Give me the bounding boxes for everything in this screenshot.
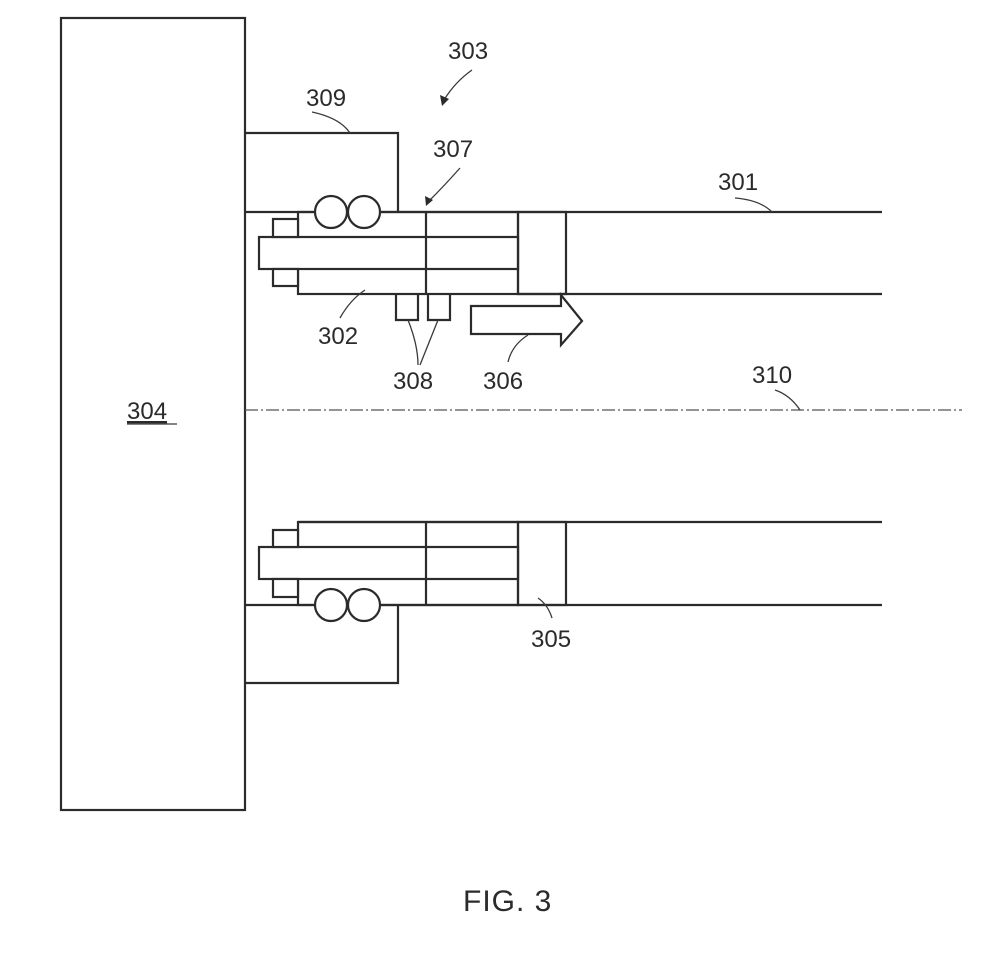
component-308-sensor-1 (396, 294, 418, 320)
label-304: 304 (127, 398, 167, 425)
lower-bearing-ball-1 (315, 589, 347, 621)
label-310: 310 (752, 362, 792, 389)
component-305-upper-ring (518, 212, 566, 294)
leader-301 (735, 198, 772, 212)
upper-small-block-bottom (273, 269, 298, 286)
lower-small-block-top (273, 530, 298, 547)
label-309: 309 (306, 85, 346, 112)
leader-308-a (408, 320, 418, 365)
leader-309 (312, 112, 350, 133)
upper-bearing-ball-2 (348, 196, 380, 228)
component-308-sensor-2 (428, 294, 450, 320)
arrowhead-303 (440, 95, 449, 106)
upper-bearing-ball-1 (315, 196, 347, 228)
leader-308-b (420, 320, 438, 365)
label-305: 305 (531, 626, 571, 653)
leader-310 (775, 390, 800, 410)
upper-small-block-top (273, 219, 298, 237)
label-308: 308 (393, 368, 433, 395)
label-302: 302 (318, 323, 358, 350)
label-306: 306 (483, 368, 523, 395)
leader-303 (444, 70, 472, 100)
figure-caption: FIG. 3 (463, 885, 552, 918)
label-301: 301 (718, 169, 758, 196)
label-307: 307 (433, 136, 473, 163)
lower-bearing-ball-2 (348, 589, 380, 621)
component-306-direction-arrow (471, 295, 582, 345)
label-303: 303 (448, 38, 488, 65)
lower-shaft (259, 547, 518, 579)
leader-307 (428, 168, 460, 202)
component-305-lower-ring (518, 522, 566, 605)
upper-shaft (259, 237, 518, 269)
leader-306 (508, 335, 528, 362)
lower-small-block-bottom (273, 579, 298, 597)
leader-305 (538, 598, 552, 618)
